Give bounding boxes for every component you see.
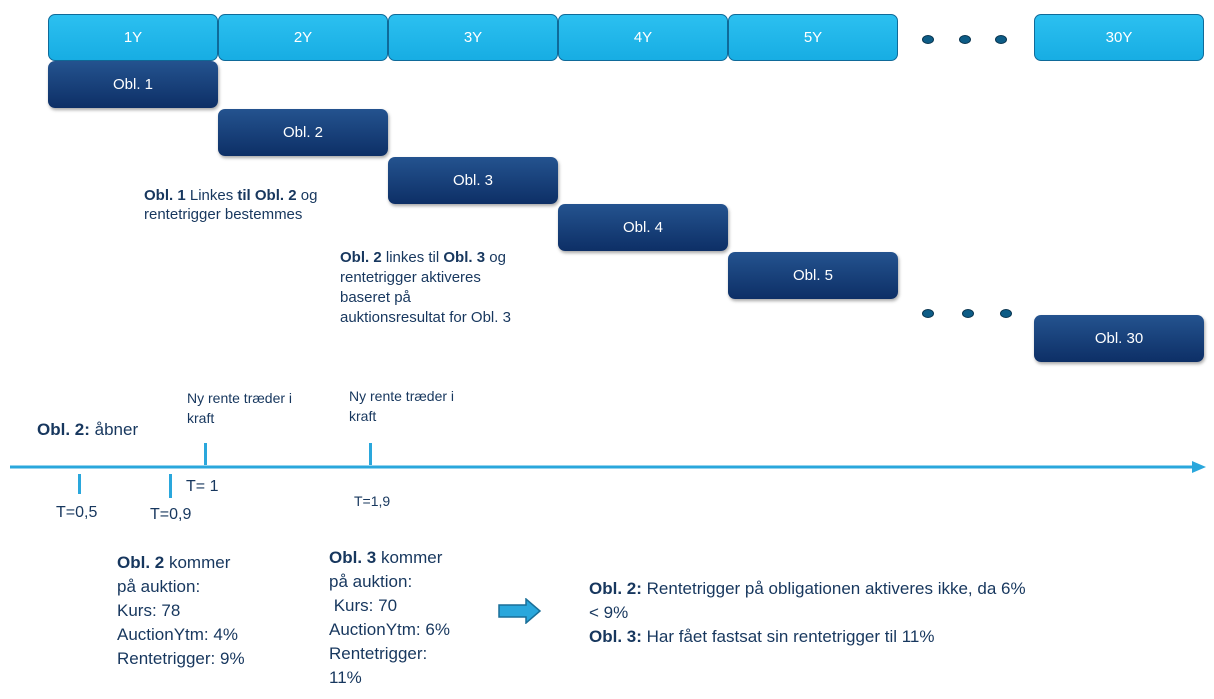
auction-bond: Obl. 2 [117, 553, 165, 572]
note-link-1: Obl. 1 Linkes til Obl. 2 og rentetrigger… [144, 186, 317, 224]
tick-label-t1: T= 1 [186, 478, 219, 495]
opens-text: åbner [89, 420, 139, 439]
timeline-arrowhead [1192, 461, 1206, 473]
tick-t09 [169, 474, 172, 498]
bond-box-1: Obl. 1 [48, 61, 218, 108]
note-text: linkes til [381, 249, 444, 266]
bond-label: Obl. 30 [1094, 330, 1144, 347]
year-box-4y: 4Y [558, 14, 728, 61]
auction-trigger: Rentetrigger: 9% [117, 649, 245, 668]
year-label: 5Y [803, 29, 823, 46]
note-text: og [485, 249, 506, 266]
bond-box-3: Obl. 3 [388, 157, 558, 204]
right-arrow-icon [498, 598, 542, 624]
ellipsis-dot [922, 35, 934, 44]
year-label: 2Y [293, 29, 313, 46]
result-text: < 9% [589, 603, 629, 622]
note-bold: Obl. 2 [340, 249, 382, 266]
tick-t19 [369, 443, 372, 465]
auction-price: Kurs: 78 [117, 601, 181, 620]
tick-label-t05: T=0,5 [56, 504, 98, 521]
auction-text: kommer [376, 548, 443, 567]
year-label: 4Y [633, 29, 653, 46]
new-rate-line: Ny rente træder i [349, 388, 455, 404]
new-rate-note-2: Ny rente træder i kraft [349, 386, 454, 426]
year-box-2y: 2Y [218, 14, 388, 61]
ellipsis-dot [1000, 309, 1012, 318]
auction-obl3: Obl. 3 kommer på auktion: Kurs: 70 Aucti… [329, 546, 450, 690]
result-bond: Obl. 3: [589, 627, 642, 646]
year-label: 1Y [123, 29, 143, 46]
right-arrow-shape [498, 598, 542, 624]
auction-trigger-value: 11% [329, 668, 362, 687]
timeline-arrow [10, 461, 1206, 473]
new-rate-note-1: Ny rente træder i kraft [187, 388, 292, 428]
auction-ytm: AuctionYtm: 4% [117, 625, 238, 644]
bond-box-4: Obl. 4 [558, 204, 728, 251]
year-box-5y: 5Y [728, 14, 898, 61]
new-rate-line: kraft [349, 408, 377, 424]
note-bold: Obl. 1 [144, 187, 186, 204]
new-rate-line: kraft [187, 410, 215, 426]
year-label: 3Y [463, 29, 483, 46]
auction-text: på auktion: [329, 572, 413, 591]
ellipsis-dot [995, 35, 1007, 44]
auction-ytm: AuctionYtm: 6% [329, 620, 450, 639]
year-box-3y: 3Y [388, 14, 558, 61]
note-text: Linkes [185, 187, 238, 204]
note-text: rentetrigger aktiveres [340, 269, 481, 286]
note-text: rentetrigger bestemmes [144, 206, 303, 223]
note-bold: Obl. 3 [443, 249, 486, 266]
auction-text: på auktion: [117, 577, 201, 596]
bond-label: Obl. 2 [282, 124, 324, 141]
auction-trigger: Rentetrigger: [329, 644, 428, 663]
tick-t1 [204, 443, 207, 465]
opens-bold: Obl. 2: [37, 420, 90, 439]
year-label: 30Y [1105, 29, 1133, 46]
bond-label: Obl. 4 [622, 219, 664, 236]
year-box-30y: 30Y [1034, 14, 1204, 61]
bond-label: Obl. 3 [452, 172, 494, 189]
year-box-1y: 1Y [48, 14, 218, 61]
bond-label: Obl. 5 [792, 267, 834, 284]
bond-label: Obl. 1 [112, 76, 154, 93]
tick-t05 [78, 474, 81, 494]
note-text: auktionsresultat for Obl. 3 [340, 309, 511, 326]
ellipsis-dot [922, 309, 934, 318]
bond-box-2: Obl. 2 [218, 109, 388, 156]
result-bond: Obl. 2: [589, 579, 642, 598]
opens-label: Obl. 2: åbner [37, 418, 138, 442]
result-text: Rentetrigger på obligationen aktiveres i… [641, 579, 1026, 598]
auction-bond: Obl. 3 [329, 548, 377, 567]
bond-box-5: Obl. 5 [728, 252, 898, 299]
bond-box-30: Obl. 30 [1034, 315, 1204, 362]
note-text: baseret på [340, 289, 411, 306]
result-block: Obl. 2: Rentetrigger på obligationen akt… [589, 577, 1026, 649]
result-text: Har fået fastsat sin rentetrigger til 11… [641, 627, 935, 646]
tick-label-t09: T=0,9 [150, 506, 192, 523]
note-text: og [296, 187, 318, 204]
new-rate-line: Ny rente træder i [187, 390, 293, 406]
auction-text: kommer [164, 553, 231, 572]
ellipsis-dot [962, 309, 974, 318]
note-bold: til Obl. 2 [237, 187, 297, 204]
ellipsis-dot [959, 35, 971, 44]
auction-obl2: Obl. 2 kommer på auktion: Kurs: 78 Aucti… [117, 551, 245, 671]
auction-price: Kurs: 70 [329, 596, 398, 615]
tick-label-t19: T=1,9 [354, 493, 391, 509]
note-link-2: Obl. 2 linkes til Obl. 3 og rentetrigger… [340, 248, 511, 328]
